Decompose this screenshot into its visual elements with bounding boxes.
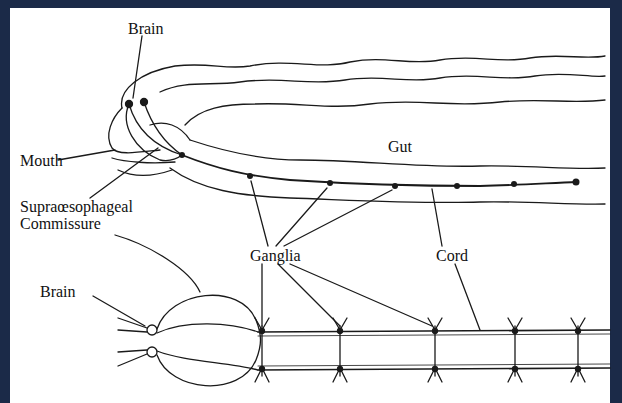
- ganglion-dot: [260, 367, 265, 372]
- brain-label: Brain: [128, 20, 164, 37]
- brain-label: Brain: [40, 283, 76, 300]
- ganglion-dot: [433, 367, 438, 372]
- ganglia-label: Ganglia: [250, 247, 301, 264]
- ganglion-dot: [513, 329, 518, 334]
- ganglion-dot: [513, 367, 518, 372]
- mouth-label: Mouth: [20, 152, 63, 169]
- ganglion-dot: [433, 329, 438, 334]
- gut-label: Gut: [388, 138, 412, 155]
- ganglion-dot: [338, 367, 343, 372]
- ganglion-dot: [576, 367, 581, 372]
- cord-label: Cord: [436, 247, 468, 264]
- ganglion-dot: [576, 329, 581, 334]
- commissure-label: Supraœsophageal Commissure: [20, 198, 150, 232]
- ganglion-dot: [260, 329, 265, 334]
- ganglion-dot: [338, 329, 343, 334]
